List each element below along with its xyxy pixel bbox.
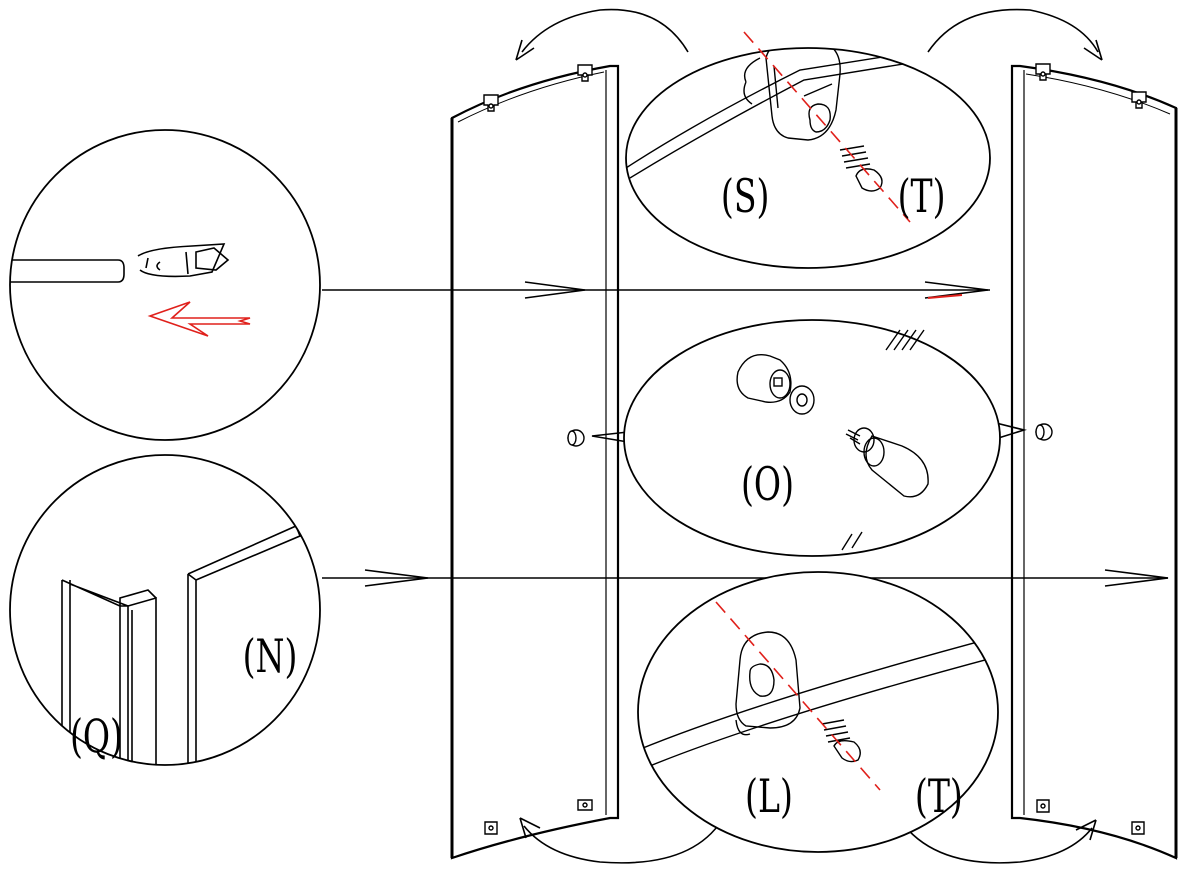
guide-lines [322,281,1169,587]
rotation-arrows [515,8,1103,864]
axis-line-top [743,31,911,223]
glass-edge-top [626,48,990,179]
seal-guide-accent [927,294,963,299]
label-o: (O) [741,459,794,512]
knob-arrow-left [591,431,629,443]
hinge-detail-top: (S) (T) [625,31,991,269]
left-glass-panel [450,64,620,860]
arrow-top-right-rotate [927,8,1099,53]
seal-profile [137,243,230,278]
arrow-top-left-rotate [521,8,689,53]
knob-screw [845,429,861,445]
right-panel-hinges [1035,63,1147,835]
left-knob [567,429,585,447]
profile-detail-circle [9,454,321,766]
glass-hatch-2 [841,531,863,551]
left-panel-hinges [483,64,593,835]
right-knob [1035,423,1053,441]
hinge-bracket-bottom [735,631,801,736]
hinge-detail-bottom: (L) (T) [637,571,999,853]
axis-line-bottom [715,601,881,791]
label-l: (L) [745,771,793,824]
label-t-top: (T) [898,171,946,224]
hinge-bracket-top [743,48,841,141]
knob-body-1 [736,354,792,403]
wall-profile-q [61,579,157,765]
arrow-bottom-left-rotate [523,819,723,864]
label-n: (N) [243,631,298,684]
seal-detail-circle [9,129,321,441]
slide-direction-arrow [147,301,251,337]
knob-body-2 [865,435,929,498]
screw-top [839,145,883,192]
label-q: (Q) [70,711,123,764]
glass-edge [10,259,125,283]
glass-edge-bottom [638,635,998,771]
screw-bottom [821,719,861,763]
arrow-bottom-right-rotate [899,819,1093,864]
label-s: (S) [721,171,770,224]
right-glass-panel [1010,64,1178,860]
knob-arrow-right [991,421,1027,441]
label-t-bottom: (T) [915,771,963,824]
knob-detail: (O) [623,319,1001,557]
glass-hatch-1 [885,329,925,351]
